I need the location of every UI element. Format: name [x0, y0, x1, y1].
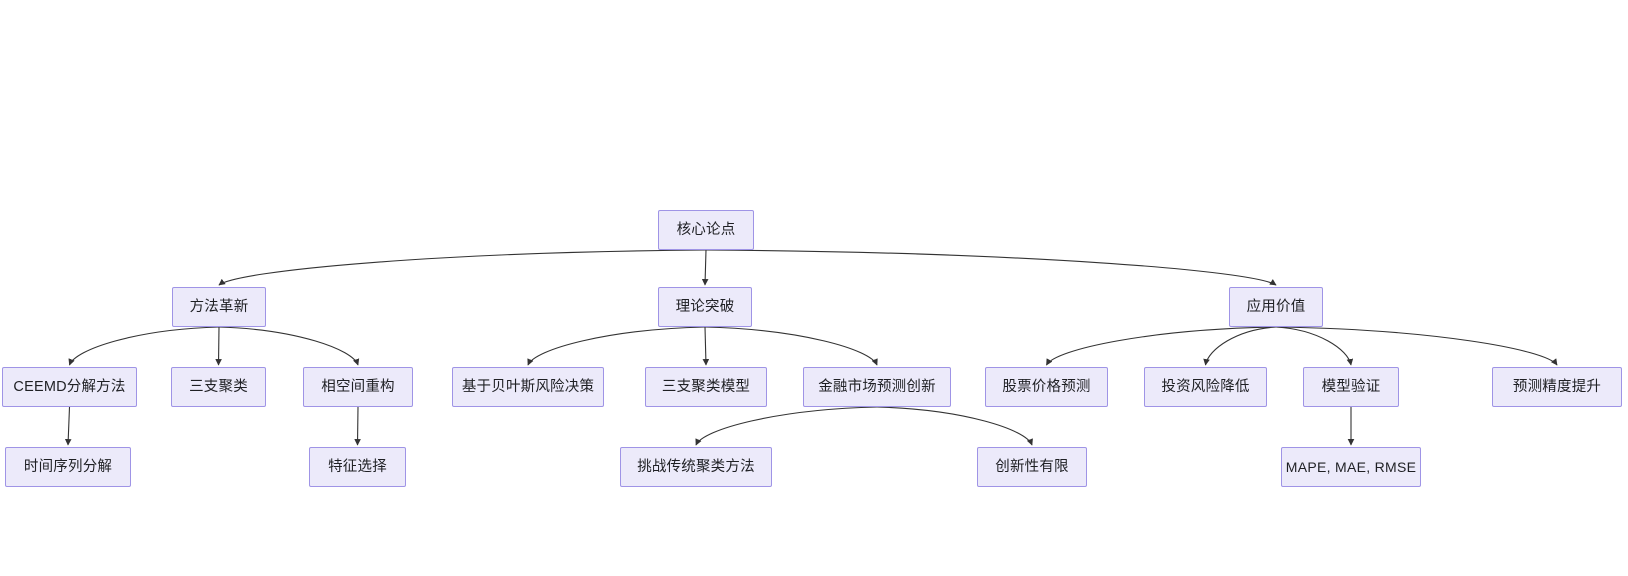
edge-branch2-to-n6 [704, 326, 878, 366]
flow-node-label: 时间序列分解 [23, 458, 113, 475]
edge-paths [64, 249, 1558, 446]
flow-node-branch2[interactable]: 理论突破 [658, 287, 752, 327]
flow-node-branch3[interactable]: 应用价值 [1229, 287, 1323, 327]
edge-root-to-branch1 [218, 249, 707, 286]
flow-node-l5[interactable]: MAPE, MAE, RMSE [1281, 447, 1421, 487]
edge-n6-to-l3 [695, 406, 878, 446]
flow-node-label: 金融市场预测创新 [818, 378, 936, 395]
flow-node-label: 核心论点 [676, 221, 736, 238]
flow-node-label: 相空间重构 [321, 378, 395, 395]
flow-node-l4[interactable]: 创新性有限 [977, 447, 1087, 487]
flow-node-root[interactable]: 核心论点 [658, 210, 754, 250]
flow-node-n8[interactable]: 投资风险降低 [1144, 367, 1267, 407]
flow-node-label: CEEMD分解方法 [13, 378, 126, 395]
flow-node-n4[interactable]: 基于贝叶斯风险决策 [452, 367, 604, 407]
edge-root-to-branch3 [705, 249, 1277, 286]
flow-node-branch1[interactable]: 方法革新 [172, 287, 266, 327]
flow-node-label: 应用价值 [1246, 298, 1306, 315]
flow-node-n10[interactable]: 预测精度提升 [1492, 367, 1622, 407]
flow-node-label: 股票价格预测 [1002, 378, 1091, 395]
edge-n1-to-l1 [64, 406, 72, 446]
edge-branch1-to-n1 [68, 326, 220, 366]
edge-root-to-branch2 [701, 249, 709, 286]
flow-node-n9[interactable]: 模型验证 [1303, 367, 1399, 407]
flow-node-label: 三支聚类 [189, 378, 248, 395]
edge-branch3-to-n8 [1203, 326, 1277, 366]
flow-node-n6[interactable]: 金融市场预测创新 [803, 367, 951, 407]
edge-n3-to-l2 [354, 406, 361, 446]
edge-branch1-to-n3 [218, 326, 360, 366]
flow-node-n3[interactable]: 相空间重构 [303, 367, 413, 407]
flow-node-n5[interactable]: 三支聚类模型 [645, 367, 767, 407]
edge-branch1-to-n2 [215, 326, 222, 366]
edge-branch2-to-n5 [702, 326, 710, 366]
flow-node-l1[interactable]: 时间序列分解 [5, 447, 131, 487]
flow-node-label: 投资风险降低 [1161, 378, 1250, 395]
flow-node-l3[interactable]: 挑战传统聚类方法 [620, 447, 772, 487]
flow-node-label: 方法革新 [189, 298, 249, 315]
flow-node-label: 创新性有限 [995, 458, 1069, 475]
flow-node-label: 模型验证 [1321, 378, 1381, 395]
flow-node-n2[interactable]: 三支聚类 [171, 367, 266, 407]
flow-node-label: MAPE, MAE, RMSE [1285, 458, 1417, 475]
flow-node-n1[interactable]: CEEMD分解方法 [2, 367, 137, 407]
flow-node-label: 挑战传统聚类方法 [637, 458, 755, 475]
flow-node-label: 三支聚类模型 [661, 378, 751, 395]
edge-branch3-to-n7 [1046, 326, 1277, 366]
edge-branch3-to-n9 [1275, 326, 1354, 366]
flow-node-label: 特征选择 [328, 458, 387, 475]
flow-node-label: 预测精度提升 [1512, 378, 1602, 395]
flow-node-label: 基于贝叶斯风险决策 [461, 378, 595, 395]
edge-n6-to-l4 [876, 406, 1033, 446]
flow-node-n7[interactable]: 股票价格预测 [985, 367, 1108, 407]
edge-branch2-to-n4 [527, 326, 706, 366]
flow-node-l2[interactable]: 特征选择 [309, 447, 406, 487]
flow-node-label: 理论突破 [675, 298, 735, 315]
edge-branch3-to-n10 [1275, 326, 1558, 366]
